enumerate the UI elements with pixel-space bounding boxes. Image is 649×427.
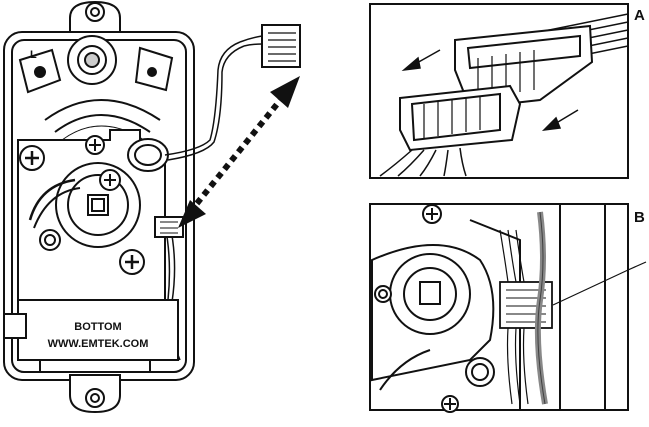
left-bracket — [18, 46, 174, 94]
top-hub — [44, 35, 161, 141]
housing-text-bottom: BOTTOM — [74, 321, 121, 333]
double-headed-dotted-arrow — [178, 76, 300, 228]
housing-text-url: WWW.EMTEK.COM — [48, 338, 149, 350]
panel-a-label: A — [634, 7, 645, 24]
bottom-block — [3, 299, 179, 373]
panel-b-label: B — [634, 209, 645, 226]
panel-b — [369, 203, 647, 413]
inner-plate — [17, 129, 169, 311]
housing-connector — [154, 216, 184, 238]
housing-mark: L — [30, 49, 37, 61]
panel-a — [369, 3, 629, 179]
detached-connector — [239, 24, 301, 68]
